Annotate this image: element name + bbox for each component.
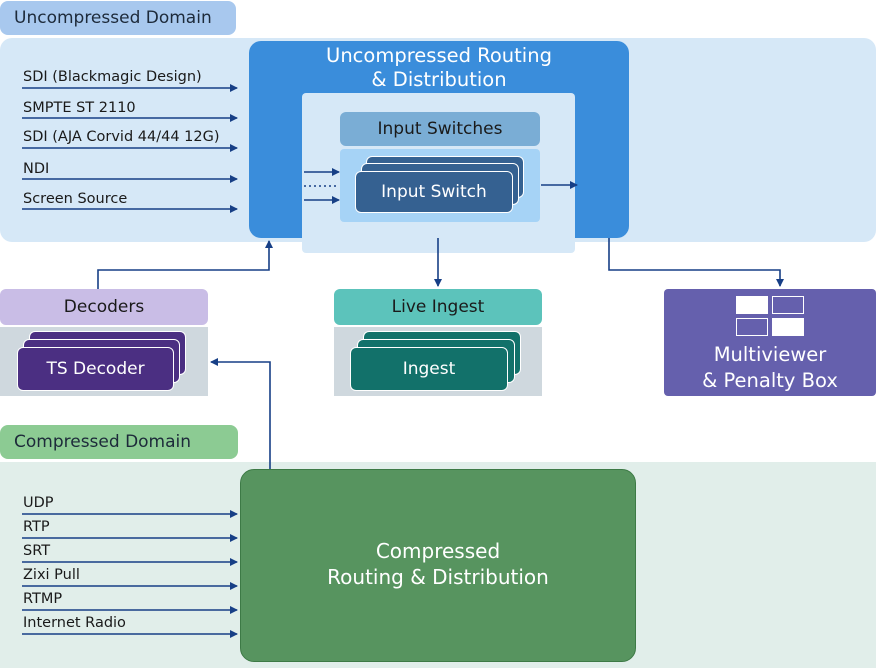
compressed-routing-line2: Routing & Distribution: [327, 565, 549, 589]
input-label-internet-radio: Internet Radio: [23, 615, 126, 631]
multiviewer-box: [664, 289, 876, 396]
input-label-zixi-pull: Zixi Pull: [23, 567, 80, 583]
multiviewer-title-line1: Multiviewer: [713, 343, 827, 366]
uncompressed-domain-tag: Uncompressed Domain: [0, 1, 236, 35]
routing-title-line2: & Distribution: [371, 68, 507, 91]
compressed-to-decoder-arrow: [210, 358, 271, 469]
ts-decoder-card: TS Decoder: [17, 347, 174, 391]
input-label-udp: UDP: [23, 495, 54, 511]
compressed-routing-block: [240, 469, 636, 662]
compressed-routing-line1: Compressed: [375, 539, 501, 563]
input-label-srt: SRT: [23, 543, 51, 559]
decoder-to-routing-arrow: [97, 240, 273, 289]
input-label-smpte-2110: SMPTE ST 2110: [23, 100, 136, 116]
input-label-rtp: RTP: [23, 519, 50, 535]
routing-title-line1: Uncompressed Routing: [326, 44, 552, 67]
decoders-header: Decoders: [0, 289, 208, 325]
multiviewer-arrow: [608, 238, 784, 287]
compressed-domain-tag: Compressed Domain: [0, 425, 238, 459]
input-label-sdi-blackmagic: SDI (Blackmagic Design): [23, 69, 202, 85]
input-label-ndi: NDI: [23, 161, 50, 177]
input-switches-header: Input Switches: [340, 112, 540, 146]
live-ingest-header: Live Ingest: [334, 289, 542, 325]
input-label-rtmp: RTMP: [23, 591, 63, 607]
multiviewer-title-line2: & Penalty Box: [702, 369, 838, 392]
input-label-screen-source: Screen Source: [23, 191, 128, 207]
multiview-grid-icon: [736, 296, 804, 336]
input-switch-card: Input Switch: [355, 171, 513, 213]
ingest-card: Ingest: [350, 347, 508, 391]
input-label-sdi-aja: SDI (AJA Corvid 44/44 12G): [23, 129, 220, 145]
